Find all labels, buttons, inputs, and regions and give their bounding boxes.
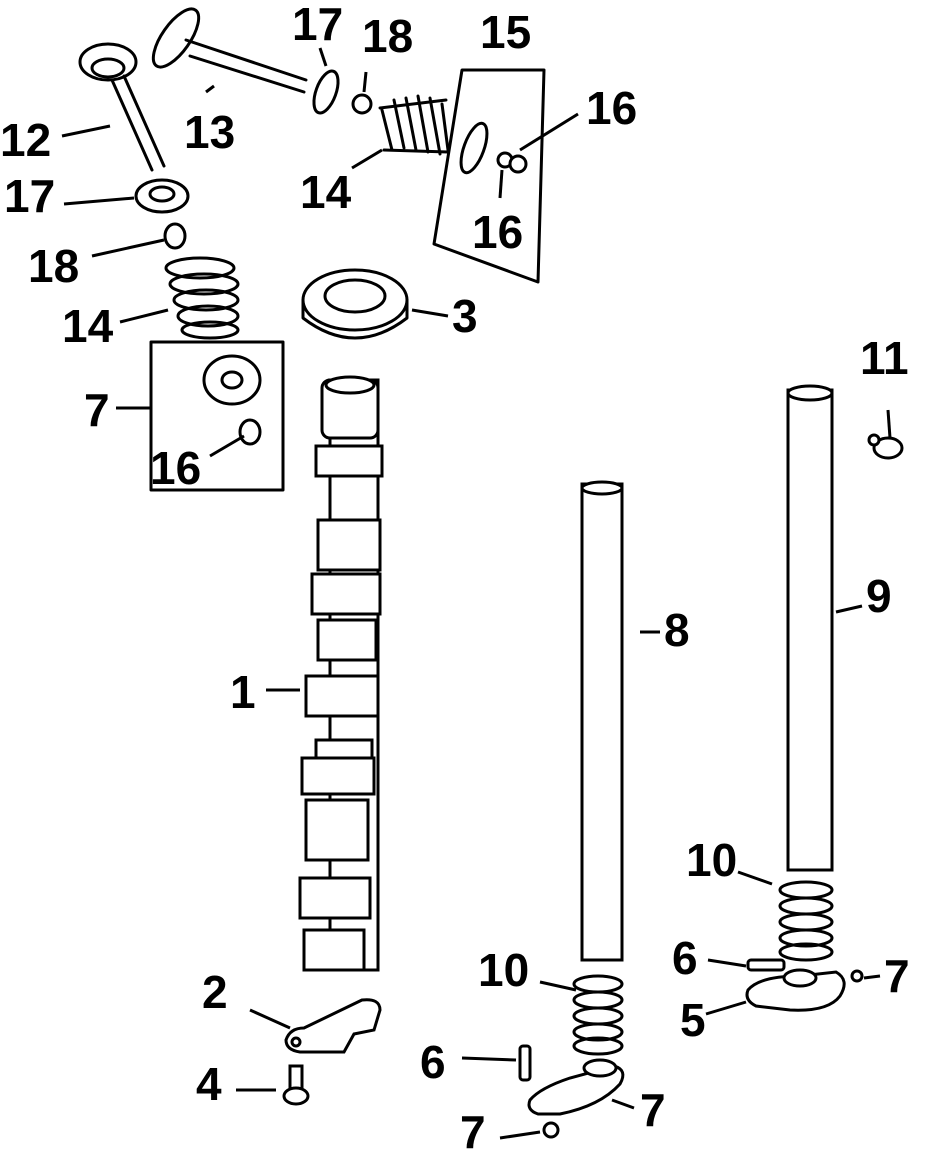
camshaft: [298, 375, 384, 972]
pushrod-short: [580, 480, 624, 962]
callout-10-right: 10: [686, 834, 737, 886]
lifter-spring-right: [778, 880, 834, 962]
callout-16-kit: 16: [472, 206, 523, 258]
callout-15: 15: [480, 6, 531, 58]
callout-4: 4: [196, 1058, 222, 1110]
callout-7-rocker: 7: [640, 1084, 666, 1136]
rocker-arm-middle: [527, 1058, 625, 1116]
callout-16-top: 16: [586, 82, 637, 134]
cam-bearing-seal: [301, 268, 409, 340]
callout-13: 13: [184, 106, 235, 158]
rocker-nut-right: [850, 969, 864, 983]
retainer-kit-box: [149, 340, 285, 492]
callout-12: 12: [0, 114, 51, 166]
rocker-pin-right: [746, 958, 786, 972]
callout-8: 8: [664, 604, 690, 656]
valve-top: [151, 7, 308, 94]
leader-lines: [61, 47, 892, 1140]
valve-retainer-top: [312, 69, 340, 115]
valve-spring-left: [164, 256, 240, 340]
callout-6-right: 6: [672, 932, 698, 984]
callout-16-box: 16: [150, 442, 201, 494]
callout-2: 2: [202, 966, 228, 1018]
callout-18-top: 18: [362, 10, 413, 62]
valve-retainer-left: [134, 178, 190, 214]
pushrod-bolt: [867, 433, 904, 460]
callout-17-left: 17: [4, 170, 55, 222]
rocker-arm-right: [745, 968, 846, 1012]
callout-labels: 1 2 3 4 5 6 6 7 7 7 7 8 9 10 10 11 12 13…: [0, 0, 910, 1152]
callout-7-right: 7: [884, 950, 910, 1002]
callout-1: 1: [230, 666, 256, 718]
callout-7-nut: 7: [460, 1106, 486, 1152]
thrust-plate-bolt: [282, 1064, 310, 1106]
seal-kit-box: [432, 68, 546, 284]
valve-left: [78, 42, 166, 172]
callout-17-top: 17: [292, 0, 343, 50]
callout-6-middle: 6: [420, 1036, 446, 1088]
pushrod-long: [786, 384, 834, 872]
callout-10-middle: 10: [478, 944, 529, 996]
callout-14-left: 14: [62, 300, 114, 352]
callout-5: 5: [680, 994, 706, 1046]
rocker-pin-middle: [518, 1044, 532, 1082]
lifter-spring-middle: [572, 974, 624, 1056]
callout-11: 11: [860, 332, 909, 384]
valve-keeper-left: [163, 222, 187, 250]
rocker-nut-middle: [542, 1121, 560, 1139]
callout-7-box: 7: [84, 384, 110, 436]
callout-14-top: 14: [300, 166, 352, 218]
callout-18-left: 18: [28, 240, 79, 292]
callout-9: 9: [866, 570, 892, 622]
thrust-plate: [284, 998, 382, 1054]
valve-keeper-top: [351, 93, 373, 115]
callout-3: 3: [452, 290, 478, 342]
valve-spring-top: [378, 94, 450, 156]
